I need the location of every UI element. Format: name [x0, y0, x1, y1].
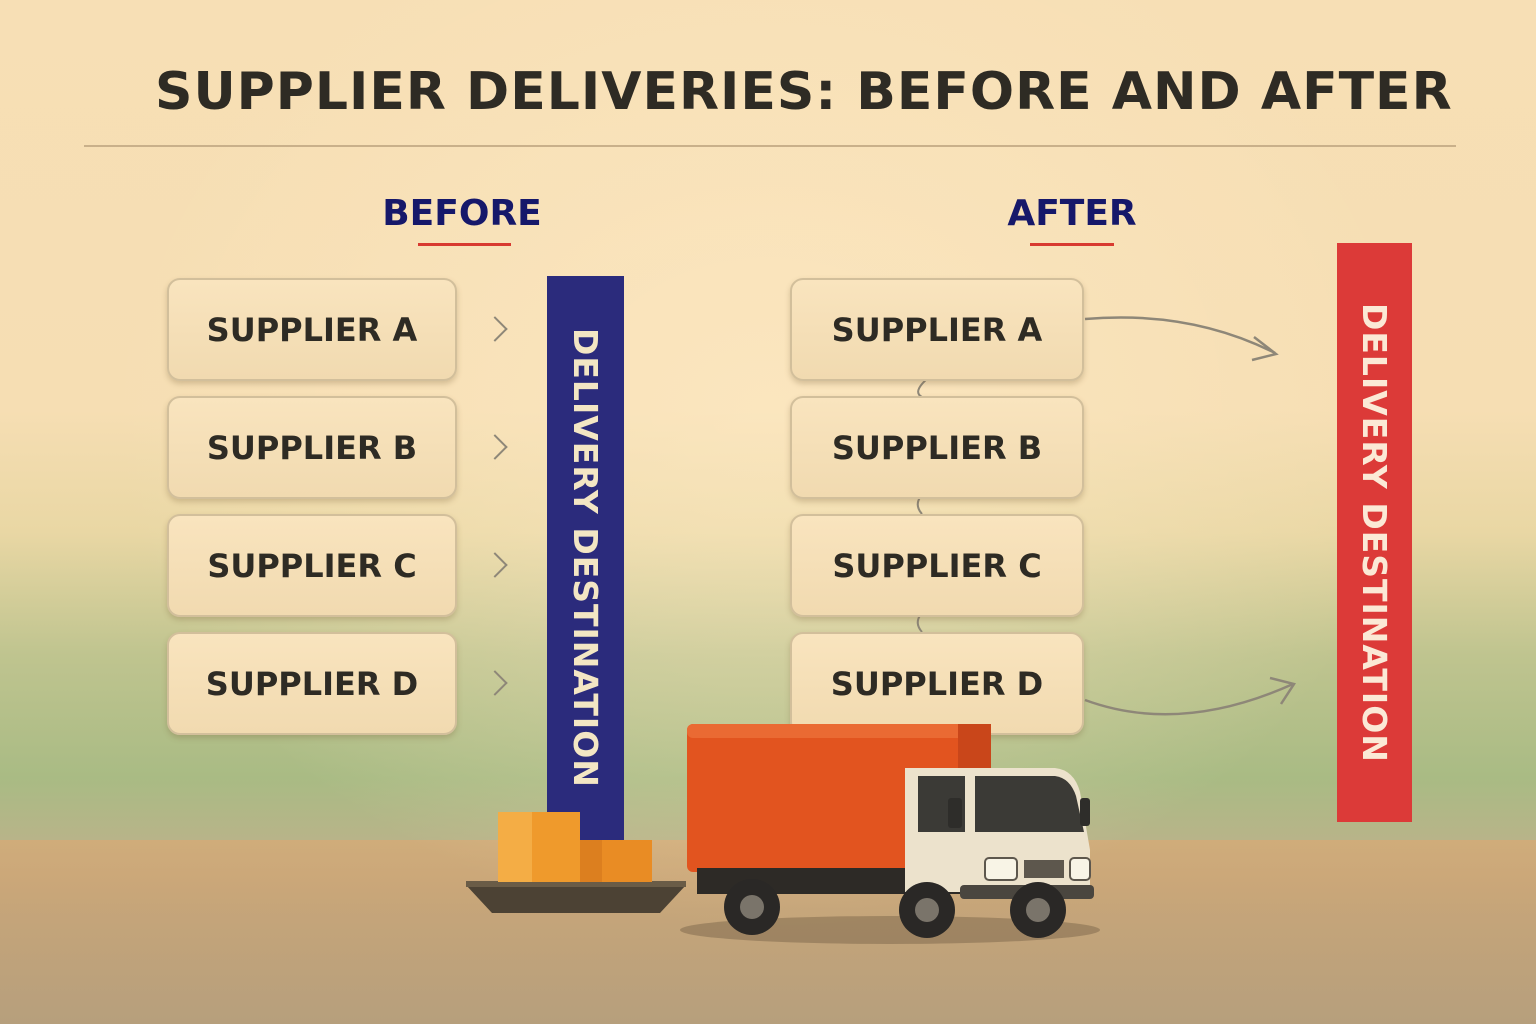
truck-wheel: [1010, 882, 1066, 938]
title-divider: [84, 145, 1456, 147]
truck-wheel: [724, 879, 780, 935]
before-supplier-b: SUPPLIER B: [167, 396, 457, 499]
before-supplier-d: SUPPLIER D: [167, 632, 457, 735]
before-delivery-destination-bar: DELIVERY DESTINATION: [547, 276, 624, 840]
before-supplier-c: SUPPLIER C: [167, 514, 457, 617]
truck-wheel: [899, 882, 955, 938]
before-heading: BEFORE: [382, 193, 542, 234]
curved-arrow-icon: [1084, 676, 1297, 716]
pallet: [466, 885, 686, 913]
after-heading: AFTER: [1007, 193, 1137, 234]
after-destination-label: DELIVERY DESTINATION: [1355, 302, 1394, 763]
before-destination-label: DELIVERY DESTINATION: [566, 328, 605, 788]
after-supplier-b: SUPPLIER B: [790, 396, 1084, 499]
curved-arrow-icon: [1084, 316, 1279, 362]
before-supplier-a: SUPPLIER A: [167, 278, 457, 381]
after-supplier-c: SUPPLIER C: [790, 514, 1084, 617]
after-supplier-a: SUPPLIER A: [790, 278, 1084, 381]
page-title: SUPPLIER DELIVERIES: BEFORE AND AFTER: [155, 62, 1453, 122]
before-heading-underline: [418, 243, 511, 246]
after-heading-underline: [1030, 243, 1114, 246]
after-delivery-destination-bar: DELIVERY DESTINATION: [1337, 243, 1412, 822]
